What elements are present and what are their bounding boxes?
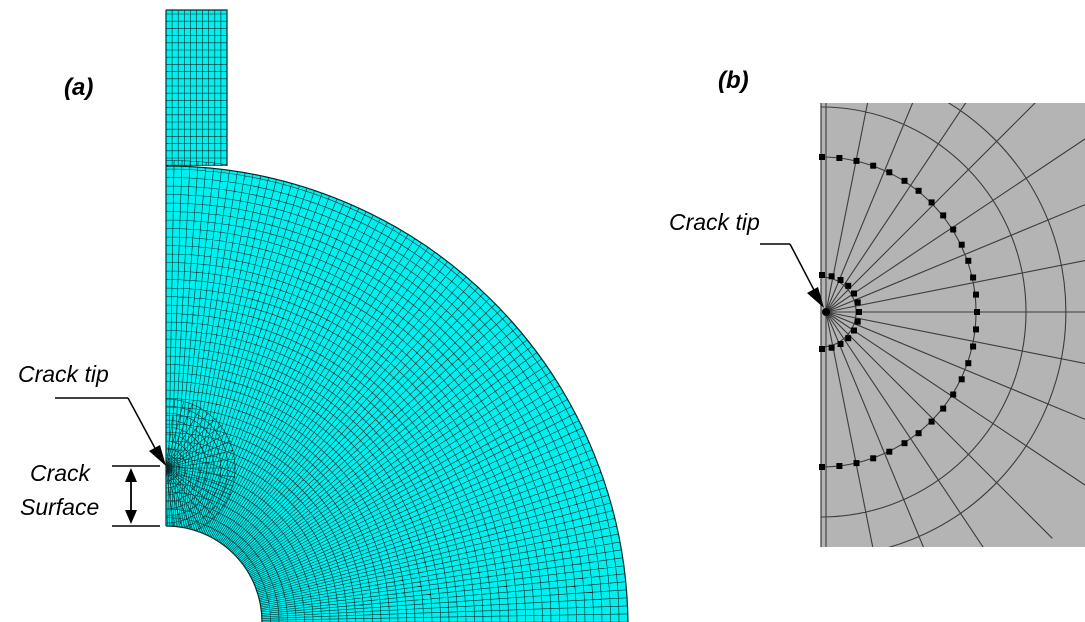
mesh-b-node — [845, 282, 852, 289]
mesh-b-node — [870, 455, 877, 462]
mesh-b-node — [965, 360, 972, 367]
mesh-b-node — [958, 241, 965, 248]
crack-surface-label-line2: Surface — [20, 494, 99, 520]
mesh-b-node — [836, 155, 843, 161]
mesh-b-node — [928, 199, 935, 206]
mesh-b-node — [958, 376, 965, 383]
panel-b: (b) Crack tip — [669, 67, 1085, 547]
mesh-b-node — [973, 326, 979, 333]
mesh-b-node — [828, 344, 835, 351]
mesh-b-node — [819, 464, 825, 470]
crack-surface-arrow-down — [125, 510, 137, 524]
mesh-b-node — [819, 346, 825, 352]
panel-a-label: (a) — [64, 74, 93, 101]
mesh-b-nodes — [819, 154, 980, 470]
crack-tip-arrowhead-b — [807, 287, 824, 308]
crack-tip-annotation-b: Crack tip — [669, 209, 824, 308]
mesh-b-node — [870, 162, 877, 169]
mesh-b-node — [940, 405, 947, 412]
mesh-b-node — [886, 448, 893, 455]
mesh-b-node — [819, 272, 825, 278]
mesh-b-node — [853, 460, 860, 467]
mesh-b-node — [928, 418, 935, 425]
crack-surface-label-line1: Crack — [30, 460, 92, 486]
mesh-b-node — [973, 291, 979, 298]
crack-tip-arrowhead-a — [149, 445, 166, 466]
mesh-b-node — [854, 318, 861, 325]
mesh-a-grid — [166, 10, 628, 622]
panel-a: (a) Crack tip Crack Surface — [18, 9, 629, 622]
mesh-a — [165, 9, 629, 622]
mesh-b-node — [950, 226, 957, 233]
mesh-b-node — [853, 157, 860, 164]
mesh-b-node — [819, 154, 825, 160]
crack-surface-arrow-up — [125, 468, 137, 482]
mesh-b-node — [836, 463, 843, 469]
mesh-b-node — [851, 290, 857, 297]
mesh-b-node — [915, 187, 922, 194]
mesh-a-outline — [165, 9, 629, 622]
mesh-b-node — [901, 177, 908, 184]
panel-b-label: (b) — [718, 67, 749, 94]
mesh-a-lines — [166, 10, 628, 622]
mesh-b-node — [828, 273, 835, 280]
mesh-b-node — [965, 257, 972, 264]
mesh-b-node — [974, 309, 980, 315]
mesh-b-node — [915, 430, 922, 437]
crack-surface-annotation: Crack Surface — [20, 460, 160, 527]
mesh-b-node — [970, 343, 977, 350]
mesh-b-node — [837, 341, 844, 347]
mesh-b-node — [856, 309, 862, 315]
crack-tip-label-a: Crack tip — [18, 361, 109, 387]
mesh-b-node — [940, 212, 947, 219]
mesh-b-node — [851, 327, 857, 334]
mesh-b-node — [950, 391, 957, 398]
mesh-b-node — [854, 299, 861, 306]
mesh-b-node — [970, 274, 977, 281]
mesh-b-node — [837, 277, 844, 283]
crack-tip-node-b — [822, 308, 830, 316]
mesh-b-node — [886, 169, 893, 176]
mesh-b-node — [845, 335, 852, 342]
mesh-b-node — [901, 440, 908, 447]
crack-tip-label-b: Crack tip — [669, 209, 760, 235]
mesh-b-background — [821, 103, 1085, 547]
crack-tip-annotation-a: Crack tip — [18, 361, 166, 466]
